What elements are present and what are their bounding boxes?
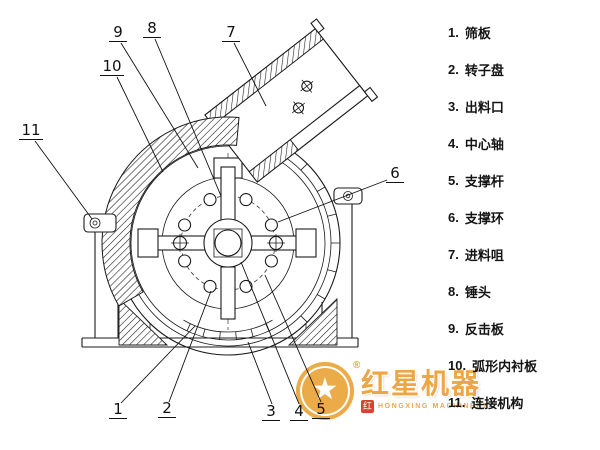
hongxing-watermark: ★ ® 红星机器 红 HONGXING MACHINERY [296, 360, 489, 420]
legend-item-1: 1. 筛板 [448, 22, 596, 43]
arc-lining-hatch [101, 116, 240, 307]
legend-item-label: 支撑环 [464, 211, 504, 226]
watermark-text: 红星机器 红 HONGXING MACHINERY [361, 367, 489, 414]
legend-item-7: 7. 进料咀 [448, 244, 596, 265]
legend-item-6: 6. 支撑环 [448, 207, 596, 228]
legend-item-10: 10. 弧形内衬板 [448, 355, 596, 376]
callout-9: 9 [113, 23, 123, 41]
callout-11: 11 [21, 121, 40, 139]
legend-item-4: 4. 中心轴 [448, 133, 596, 154]
callout-2: 2 [162, 399, 172, 417]
legend-item-5: 5. 支撑杆 [448, 170, 596, 191]
callout-7: 7 [226, 23, 236, 41]
callout-5: 5 [316, 400, 326, 418]
legend-item-label: 进料咀 [464, 248, 504, 263]
legend-item-label: 弧形内衬板 [472, 359, 538, 374]
legend-item-label: 连接机构 [471, 396, 524, 411]
callout-3: 3 [266, 402, 276, 420]
callout-10: 10 [102, 57, 121, 75]
brand-name-cn: 红星机器 [361, 367, 482, 399]
callout-lines [19, 37, 404, 421]
legend-item-label: 中心轴 [464, 137, 504, 152]
bottom-hatch-left [118, 297, 169, 346]
legend-item-label: 筛板 [464, 26, 491, 41]
mount-lug-left [83, 213, 117, 233]
legend-item-11: 11. 连接机构 [448, 392, 596, 413]
legend-item-9: 9. 反击板 [448, 318, 596, 339]
bottom-hatch-right [287, 297, 338, 346]
legend-item-3: 3. 出料口 [448, 96, 596, 117]
legend-item-number: 11. [448, 395, 466, 410]
hongxing-logo-badge: ★ [296, 362, 354, 420]
callout-8: 8 [147, 19, 157, 37]
legend-item-number: 2. [448, 62, 459, 77]
feed-chute [204, 18, 379, 183]
legend-item-number: 9. [448, 321, 459, 336]
registered-mark: ® [353, 360, 361, 371]
parts-legend: 1. 筛板 2. 转子盘 3. 出料口 4. 中心轴 5. 支撑杆 6. 支撑环… [448, 22, 596, 429]
legend-item-number: 10. [448, 358, 467, 373]
callout-1: 1 [113, 400, 123, 418]
callout-6: 6 [390, 164, 400, 182]
legend-item-number: 5. [448, 173, 459, 188]
legend-item-number: 7. [448, 247, 459, 262]
star-icon: ★ [311, 373, 339, 406]
rotor-assembly [137, 157, 317, 320]
legend-item-number: 1. [448, 25, 459, 40]
legend-item-label: 锤头 [464, 285, 491, 300]
legend-item-number: 6. [448, 210, 459, 225]
callout-4: 4 [294, 402, 304, 420]
legend-item-label: 出料口 [464, 100, 504, 115]
legend-item-number: 8. [448, 284, 459, 299]
legend-item-8: 8. 锤头 [448, 281, 596, 302]
legend-item-number: 4. [448, 136, 459, 151]
red-seal-icon: 红 [361, 400, 374, 414]
legend-item-number: 3. [448, 99, 459, 114]
legend-item-label: 支撑杆 [464, 174, 504, 189]
legend-item-label: 反击板 [464, 322, 504, 337]
legend-item-label: 转子盘 [464, 63, 504, 78]
callout-labels: 9 8 7 10 11 6 1 2 3 4 5 [21, 19, 399, 420]
brand-name-en: HONGXING MACHINERY [378, 403, 489, 411]
legend-item-2: 2. 转子盘 [448, 59, 596, 80]
crusher-structure-drawing: 9 8 7 10 11 6 1 2 3 4 5 [19, 18, 404, 421]
mount-lug-right [333, 187, 363, 205]
